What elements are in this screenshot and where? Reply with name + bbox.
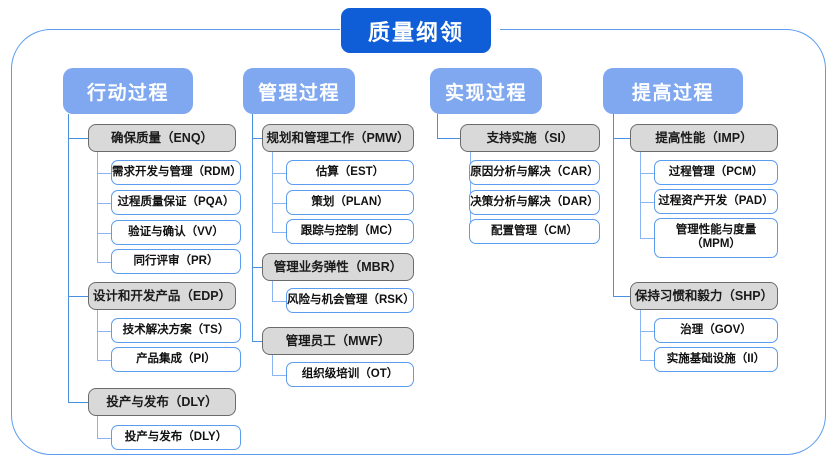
group-box-shp[interactable]: 保持习惯和毅力（SHP） bbox=[630, 282, 778, 310]
connector-stub-c2g3 bbox=[252, 341, 263, 342]
connector-leaf-c1g1i0 bbox=[97, 173, 112, 174]
connector-sub-c1g2 bbox=[97, 310, 98, 361]
group-box-imp[interactable]: 提高性能（IMP） bbox=[630, 124, 778, 152]
leaf-box-dly-child[interactable]: 投产与发布（DLY） bbox=[111, 425, 241, 450]
connector-trunk-col3 bbox=[437, 114, 438, 138]
leaf-box-ts[interactable]: 技术解决方案（TS） bbox=[111, 318, 241, 343]
group-box-mbr[interactable]: 管理业务弹性（MBR） bbox=[262, 253, 414, 281]
connector-stub-c1g3 bbox=[68, 402, 89, 403]
connector-leaf-c4g1i2 bbox=[640, 238, 655, 239]
leaf-box-pqa[interactable]: 过程质量保证（PQA） bbox=[111, 190, 241, 215]
connector-sub-c1g3 bbox=[97, 416, 98, 439]
connector-leaf-c2g1i2 bbox=[272, 232, 287, 233]
leaf-box-pi[interactable]: 产品集成（PI） bbox=[111, 347, 241, 372]
group-box-mwf[interactable]: 管理员工（MWF） bbox=[262, 327, 414, 355]
leaf-box-mc[interactable]: 跟踪与控制（MC） bbox=[286, 219, 414, 244]
leaf-box-rdm[interactable]: 需求开发与管理（RDM） bbox=[111, 160, 242, 185]
leaf-box-ot[interactable]: 组织级培训（OT） bbox=[286, 362, 414, 387]
connector-trunk-col1 bbox=[68, 114, 69, 402]
leaf-box-gov[interactable]: 治理（GOV） bbox=[654, 318, 778, 343]
connector-leaf-c4g2i1 bbox=[640, 360, 655, 361]
leaf-box-pr[interactable]: 同行评审（PR） bbox=[111, 249, 241, 274]
root-title-box[interactable]: 质量纲领 bbox=[341, 8, 491, 53]
connector-trunk-col4 bbox=[613, 114, 614, 296]
connector-trunk-col2 bbox=[252, 114, 253, 342]
group-box-si[interactable]: 支持实施（SI） bbox=[460, 124, 600, 152]
connector-sub-c4g1 bbox=[640, 152, 641, 239]
connector-leaf-c1g2i1 bbox=[97, 360, 112, 361]
connector-leaf-c1g1i2 bbox=[97, 233, 112, 234]
leaf-box-plan[interactable]: 策划（PLAN） bbox=[286, 190, 414, 215]
group-box-dly[interactable]: 投产与发布（DLY） bbox=[88, 388, 236, 416]
group-box-pmw[interactable]: 规划和管理工作（PMW） bbox=[262, 124, 414, 152]
connector-leaf-c2g2i0 bbox=[272, 301, 287, 302]
leaf-box-rsk[interactable]: 风险与机会管理（RSK） bbox=[286, 288, 415, 313]
leaf-box-ii[interactable]: 实施基础设施（II） bbox=[654, 347, 778, 372]
column-header-manage[interactable]: 管理过程 bbox=[243, 68, 355, 114]
connector-leaf-c1g1i3 bbox=[97, 262, 112, 263]
connector-leaf-c2g3i0 bbox=[272, 375, 287, 376]
connector-leaf-c2g1i1 bbox=[272, 203, 287, 204]
connector-leaf-c2g1i0 bbox=[272, 173, 287, 174]
connector-stub-c3g1 bbox=[437, 138, 461, 139]
connector-stub-c4g2 bbox=[613, 296, 631, 297]
group-box-edp[interactable]: 设计和开发产品（EDP） bbox=[88, 282, 236, 310]
connector-leaf-c4g1i1 bbox=[640, 202, 655, 203]
leaf-box-mpm[interactable]: 管理性能与度量（MPM） bbox=[654, 218, 778, 258]
leaf-box-vv[interactable]: 验证与确认（VV） bbox=[111, 220, 241, 245]
connector-leaf-c4g2i0 bbox=[640, 331, 655, 332]
connector-stub-c1g1 bbox=[68, 138, 89, 139]
connector-sub-c1g1 bbox=[97, 152, 98, 262]
column-header-improve[interactable]: 提高过程 bbox=[603, 68, 743, 114]
leaf-box-pcm[interactable]: 过程管理（PCM） bbox=[654, 160, 778, 185]
connector-sub-c2g1 bbox=[272, 152, 273, 233]
column-header-action[interactable]: 行动过程 bbox=[63, 68, 193, 114]
connector-stub-c1g2 bbox=[68, 296, 89, 297]
connector-leaf-c4g1i0 bbox=[640, 173, 655, 174]
column-header-realize[interactable]: 实现过程 bbox=[430, 68, 542, 114]
connector-leaf-c1g3i0 bbox=[97, 438, 112, 439]
connector-sub-c4g2 bbox=[640, 310, 641, 361]
connector-stub-c2g2 bbox=[252, 267, 263, 268]
leaf-box-pad[interactable]: 过程资产开发（PAD） bbox=[654, 189, 778, 214]
connector-leaf-c1g1i1 bbox=[97, 203, 112, 204]
leaf-box-est[interactable]: 估算（EST） bbox=[286, 160, 414, 185]
connector-stub-c2g1 bbox=[252, 138, 263, 139]
connector-leaf-c1g2i0 bbox=[97, 331, 112, 332]
group-box-enq[interactable]: 确保质量（ENQ） bbox=[88, 124, 236, 152]
connector-stub-c4g1 bbox=[613, 138, 631, 139]
connector-sub-c2g2 bbox=[272, 281, 273, 302]
leaf-box-car[interactable]: 原因分析与解决（CAR） bbox=[469, 160, 600, 185]
connector-sub-c2g3 bbox=[272, 355, 273, 376]
leaf-box-dar[interactable]: 决策分析与解决（DAR） bbox=[469, 190, 600, 215]
leaf-box-cm[interactable]: 配置管理（CM） bbox=[469, 219, 600, 244]
